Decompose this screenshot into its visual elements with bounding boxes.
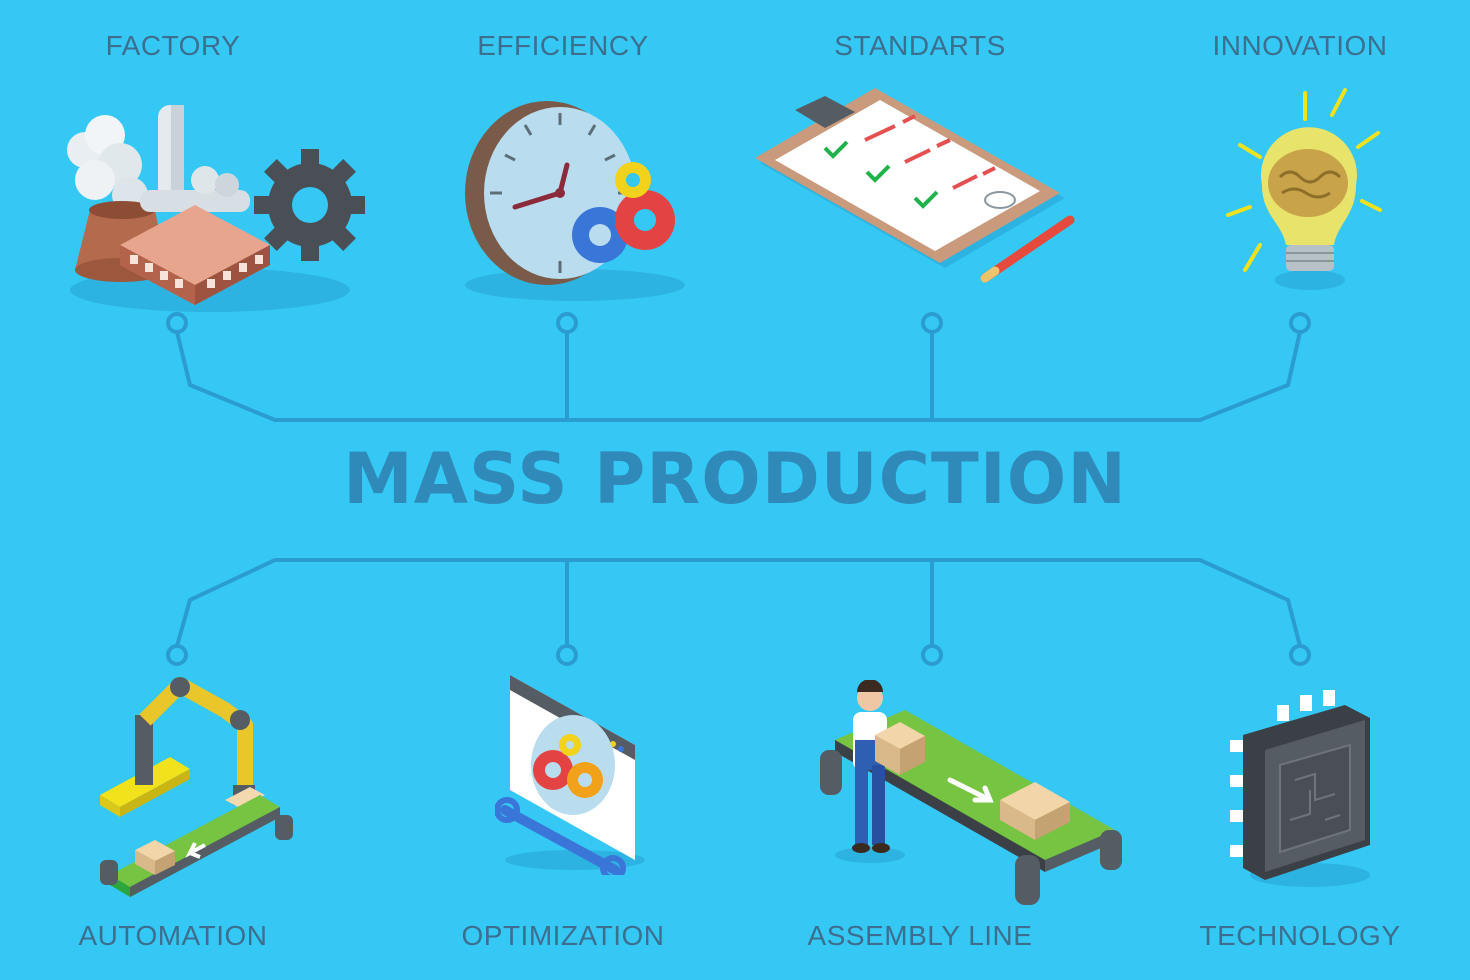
- microchip-icon: [1230, 690, 1370, 887]
- label-assembly-line: ASSEMBLY LINE: [807, 920, 1033, 951]
- lightbulb-brain-icon: [1226, 88, 1382, 290]
- label-standarts: STANDARTS: [834, 30, 1006, 61]
- label-optimization: OPTIMIZATION: [461, 920, 665, 951]
- label-automation: AUTOMATION: [78, 920, 268, 951]
- robot-arm-conveyor-icon: [100, 677, 293, 897]
- clock-gears-icon: [465, 101, 685, 301]
- factory-icon: [67, 105, 365, 312]
- diagram-title: MASS PRODUCTION: [343, 438, 1127, 520]
- worker-conveyor-icon: [820, 680, 1122, 905]
- clipboard-checklist-icon: [755, 88, 1075, 283]
- label-innovation: INNOVATION: [1212, 30, 1388, 61]
- browser-gears-wrench-icon: [495, 675, 645, 875]
- label-factory: FACTORY: [105, 30, 241, 61]
- label-efficiency: EFFICIENCY: [477, 30, 649, 61]
- label-technology: TECHNOLOGY: [1199, 920, 1401, 951]
